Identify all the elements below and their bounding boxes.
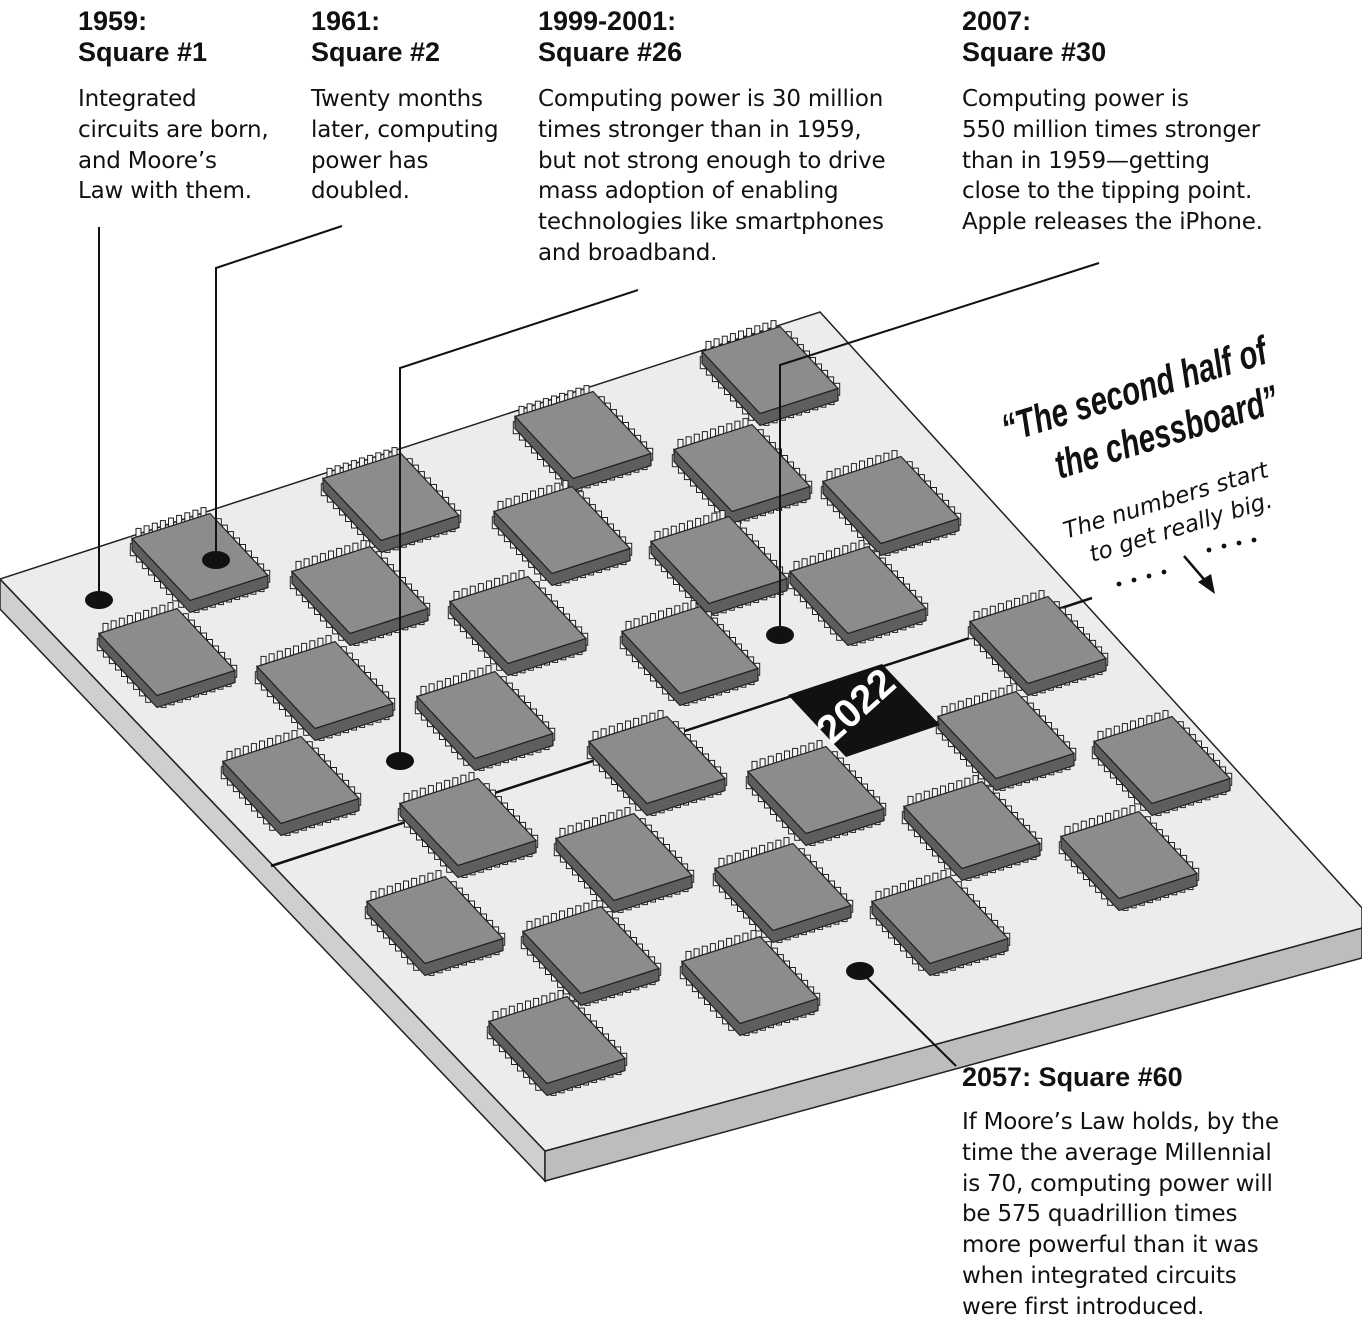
chip (96, 602, 238, 709)
body-line: when integrated circuits (962, 1262, 1237, 1289)
leader-square-30 (779, 262, 1100, 635)
chip (787, 540, 929, 647)
dot-square-60 (846, 962, 874, 980)
leader-square-2 (215, 225, 343, 560)
chip (901, 775, 1043, 882)
chip (254, 635, 396, 742)
title-line: 1999-2001: (538, 6, 677, 36)
chip (1058, 805, 1200, 912)
chip (520, 900, 662, 1007)
body-line: more powerful than it was (962, 1232, 1259, 1259)
dot-square-1 (85, 591, 113, 609)
title-line: 1961: (311, 6, 381, 36)
chip (320, 447, 462, 554)
chip (289, 540, 431, 647)
chip (491, 480, 633, 587)
body-line: Computing power is 30 million (538, 86, 884, 112)
chip (869, 870, 1011, 977)
chip (679, 930, 821, 1037)
body-line: mass adoption of enabling (538, 178, 839, 205)
callout-square-26: 1999-2001: Square #26 Computing power is… (538, 6, 886, 269)
callout-square-2: 1961: Square #2 Twenty months later, com… (311, 6, 499, 207)
chip (820, 450, 962, 557)
body-line: Apple releases the iPhone. (962, 209, 1263, 236)
dot-square-2 (202, 551, 230, 569)
body-line: than in 1959—getting (962, 147, 1210, 174)
callout-title: 2007: Square #30 (962, 6, 1263, 68)
title-line: 1959: (78, 6, 148, 36)
chip (397, 772, 539, 879)
year-badge: 2022 (788, 660, 940, 757)
title-line: Square #2 (311, 37, 441, 67)
body-line: and Moore’s (78, 147, 217, 174)
body-line: and broadband. (538, 239, 718, 266)
chip (619, 600, 761, 707)
body-line: Computing power is (962, 86, 1189, 112)
dot-square-30 (766, 626, 794, 644)
body-line: technologies like smartphones (538, 209, 884, 236)
body-line: later, computing (311, 116, 499, 143)
chip (712, 837, 854, 944)
title-line: Square #1 (78, 37, 208, 67)
body-line: times stronger than in 1959, (538, 116, 862, 143)
leader-square-60 (859, 970, 957, 1067)
body-line: is 70, computing power will (962, 1170, 1273, 1197)
chips-layer (96, 320, 1233, 1097)
callout-square-1: 1959: Square #1 Integrated circuits are … (78, 6, 269, 207)
callout-body: If Moore’s Law holds, by the time the av… (962, 1107, 1279, 1323)
callout-title: 1999-2001: Square #26 (538, 6, 885, 68)
title-line: 2007: (962, 6, 1032, 36)
callout-title: 2057: Square #60 (962, 1062, 1279, 1093)
chip (486, 990, 628, 1097)
callout-body: Computing power is 550 million times str… (962, 84, 1263, 238)
body-line: Twenty months (311, 86, 483, 112)
callout-body: Integrated circuits are born, and Moore’… (78, 84, 269, 207)
callout-title: 1961: Square #2 (311, 6, 498, 68)
body-line: Law with them. (78, 178, 252, 205)
chip (648, 510, 790, 617)
chip (414, 665, 556, 772)
body-line: were first introduced. (962, 1293, 1205, 1320)
marker-dots (85, 551, 874, 980)
body-line: 550 million times stronger (962, 116, 1261, 143)
leader-lines (98, 225, 1100, 1067)
body-line: be 575 quadrillion times (962, 1201, 1238, 1228)
dotted-arrow (1116, 537, 1257, 594)
chip (364, 870, 506, 977)
body-line: If Moore’s Law holds, by the (962, 1109, 1279, 1135)
callout-square-30: 2007: Square #30 Computing power is 550 … (962, 6, 1263, 238)
callout-title: 1959: Square #1 (78, 6, 268, 68)
body-line: but not strong enough to drive (538, 147, 886, 174)
dot-square-26 (386, 752, 414, 770)
title-line: 2057: Square #60 (962, 1062, 1183, 1092)
chip (745, 740, 887, 847)
title-line: Square #30 (962, 37, 1107, 67)
chip (220, 730, 362, 837)
chip (129, 507, 271, 614)
chip (671, 418, 813, 525)
chip (447, 570, 589, 677)
callout-body: Computing power is 30 million times stro… (538, 84, 886, 269)
callout-square-60: 2057: Square #60 If Moore’s Law holds, b… (962, 1062, 1279, 1323)
body-line: circuits are born, (78, 116, 269, 143)
callout-body: Twenty months later, computing power has… (311, 84, 499, 207)
body-line: Integrated (78, 86, 197, 112)
chip (512, 385, 654, 492)
chip (553, 807, 695, 914)
body-line: power has (311, 147, 429, 174)
chip (935, 685, 1077, 792)
body-line: doubled. (311, 178, 410, 205)
chip (586, 710, 728, 817)
body-line: time the average Millennial (962, 1139, 1272, 1166)
chip (699, 320, 841, 427)
chip (967, 590, 1109, 697)
body-line: close to the tipping point. (962, 178, 1253, 205)
title-line: Square #26 (538, 37, 683, 67)
chip (1091, 710, 1233, 817)
leader-square-26 (399, 289, 639, 761)
